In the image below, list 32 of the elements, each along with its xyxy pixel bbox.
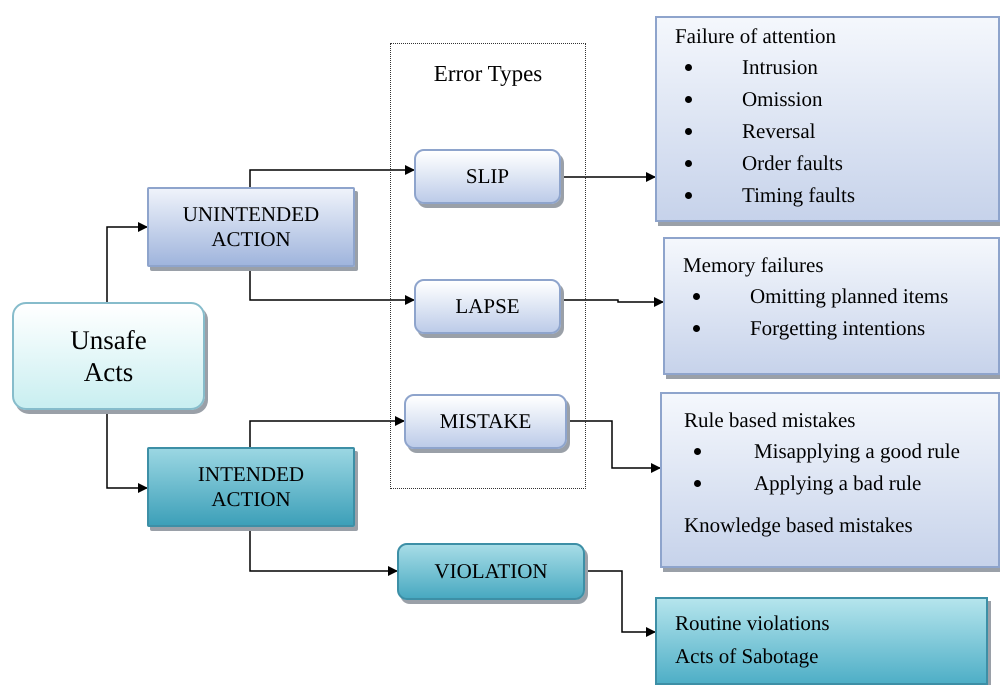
connector-arrow [567, 420, 661, 473]
node-label: VIOLATION [434, 558, 548, 584]
connector-arrow [106, 222, 148, 302]
bullet-item: Omitting planned items [693, 280, 948, 312]
connector-arrow [249, 416, 405, 447]
connector-arrow [585, 570, 656, 637]
node-label: Unsafe Acts [69, 324, 148, 388]
bullet-item: Applying a bad rule [694, 467, 960, 500]
detail-box [655, 597, 988, 685]
group-title: Error Types [434, 60, 542, 88]
box-heading: Routine violations [675, 611, 830, 636]
bullet-item: Omission [685, 83, 855, 116]
box-heading: Rule based mistakes [684, 408, 856, 434]
connector-arrow [249, 165, 415, 187]
box-text: Knowledge based mistakes [684, 513, 913, 538]
bullet-item: Timing faults [685, 179, 855, 212]
box-heading: Failure of attention [675, 24, 836, 50]
bullet-item: Order faults [685, 147, 855, 180]
node-label: MISTAKE [440, 408, 532, 434]
box-heading: Memory failures [683, 253, 824, 278]
node-label: UNINTENDED ACTION [182, 202, 320, 252]
bullet-item: Misapplying a good rule [694, 435, 960, 468]
group-box [390, 43, 586, 489]
node-label: LAPSE [455, 294, 520, 320]
bullet-item: Reversal [685, 115, 855, 148]
bullet-item: Forgetting intentions [693, 312, 948, 344]
bullet-item: Intrusion [685, 51, 855, 84]
connector-arrow [561, 297, 664, 307]
box-text: Acts of Sabotage [675, 644, 818, 670]
connector-arrow [561, 172, 656, 182]
node-label: SLIP [466, 164, 510, 190]
node-label: INTENDED ACTION [196, 462, 306, 512]
